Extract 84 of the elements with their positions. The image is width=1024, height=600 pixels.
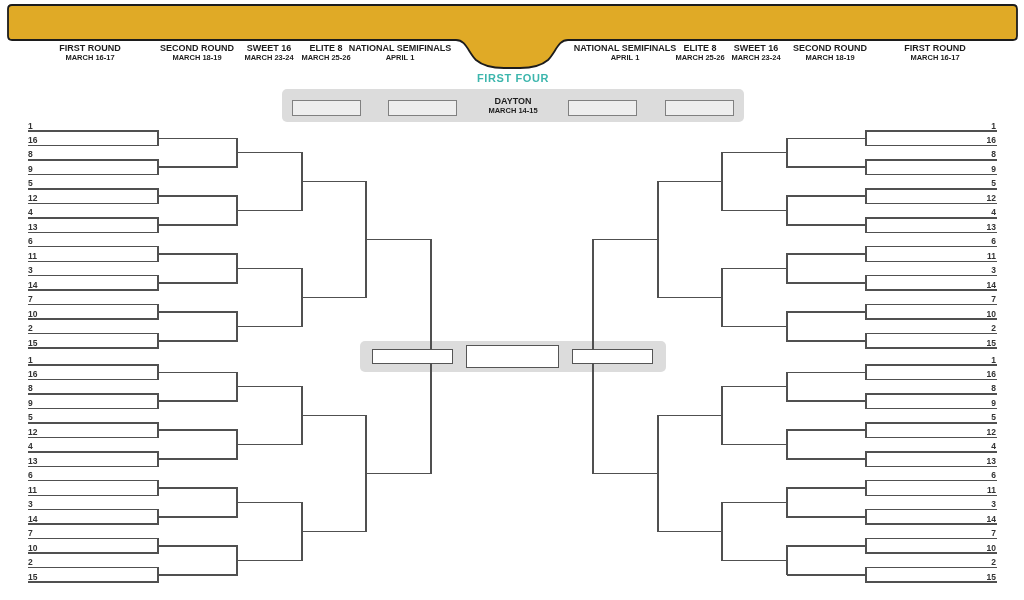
seed-number: 2 bbox=[991, 558, 996, 567]
seed-number: 10 bbox=[28, 309, 38, 319]
seed-number: 12 bbox=[986, 193, 996, 203]
seed-number: 13 bbox=[986, 456, 996, 466]
seed-number: 1 bbox=[991, 121, 996, 130]
seed-number: 12 bbox=[986, 427, 996, 437]
seed-number: 2 bbox=[28, 324, 33, 333]
round-title: SWEET 16 bbox=[246, 44, 292, 53]
seed-number: 16 bbox=[986, 136, 996, 145]
seed-number: 13 bbox=[986, 222, 996, 232]
seed-number: 11 bbox=[987, 251, 996, 261]
seed-number: 7 bbox=[28, 295, 33, 304]
seed-number: 14 bbox=[28, 280, 38, 290]
seed-number: 12 bbox=[28, 193, 38, 203]
seed-number: 5 bbox=[28, 179, 33, 188]
seed-number: 2 bbox=[991, 324, 996, 333]
seed-number: 12 bbox=[28, 427, 38, 437]
section-heading: FIRST FOUR bbox=[477, 73, 549, 84]
answer-box bbox=[466, 345, 559, 368]
seed-number: 13 bbox=[28, 456, 38, 466]
seed-number: 15 bbox=[986, 338, 996, 348]
seed-number: 8 bbox=[28, 150, 33, 159]
seed-number: 5 bbox=[28, 413, 33, 422]
seed-number: 3 bbox=[28, 500, 33, 509]
seed-number: 11 bbox=[28, 485, 37, 495]
seed-number: 10 bbox=[986, 543, 996, 553]
answer-box bbox=[568, 100, 637, 116]
seed-number: 9 bbox=[991, 164, 996, 174]
seed-number: 1 bbox=[28, 355, 33, 364]
seed-number: 2 bbox=[28, 558, 33, 567]
answer-box bbox=[388, 100, 457, 116]
seed-number: 16 bbox=[28, 370, 38, 379]
answer-box bbox=[372, 349, 453, 364]
seed-number: 16 bbox=[28, 136, 38, 145]
seed-number: 15 bbox=[986, 572, 996, 581]
round-title: SECOND ROUND bbox=[793, 44, 867, 53]
round-title: NATIONAL SEMIFINALS bbox=[573, 44, 677, 53]
seed-number: 3 bbox=[991, 500, 996, 509]
seed-number: 14 bbox=[986, 280, 996, 290]
round-title: FIRST ROUND bbox=[59, 44, 121, 53]
seed-number: 15 bbox=[28, 338, 38, 348]
seed-number: 4 bbox=[28, 208, 33, 217]
seed-number: 6 bbox=[991, 237, 996, 246]
round-title: SWEET 16 bbox=[733, 44, 779, 53]
round-title: ELITE 8 bbox=[683, 44, 717, 53]
seed-number: 9 bbox=[28, 164, 33, 174]
seed-number: 4 bbox=[991, 442, 996, 451]
answer-box bbox=[292, 100, 361, 116]
seed-number: 6 bbox=[28, 237, 33, 246]
seed-number: 14 bbox=[28, 514, 38, 524]
answer-box bbox=[665, 100, 734, 116]
seed-number: 8 bbox=[991, 150, 996, 159]
seed-number: 11 bbox=[987, 485, 996, 495]
seed-number: 9 bbox=[991, 398, 996, 408]
venue-name: DAYTON bbox=[494, 97, 532, 106]
round-title: SECOND ROUND bbox=[160, 44, 234, 53]
seed-number: 7 bbox=[991, 295, 996, 304]
seed-number: 8 bbox=[991, 384, 996, 393]
championship-panel bbox=[360, 341, 666, 372]
seed-number: 4 bbox=[28, 442, 33, 451]
seed-number: 16 bbox=[986, 370, 996, 379]
seed-number: 13 bbox=[28, 222, 38, 232]
seed-number: 3 bbox=[991, 266, 996, 275]
round-title: FIRST ROUND bbox=[904, 44, 966, 53]
seed-number: 14 bbox=[986, 514, 996, 524]
seed-number: 7 bbox=[991, 529, 996, 538]
seed-number: 10 bbox=[28, 543, 38, 553]
seed-number: 5 bbox=[991, 179, 996, 188]
round-title: NATIONAL SEMIFINALS bbox=[348, 44, 452, 53]
seed-number: 5 bbox=[991, 413, 996, 422]
round-title: ELITE 8 bbox=[309, 44, 343, 53]
seed-number: 4 bbox=[991, 208, 996, 217]
seed-number: 8 bbox=[28, 384, 33, 393]
seed-number: 15 bbox=[28, 572, 38, 581]
seed-number: 1 bbox=[991, 355, 996, 364]
seed-number: 3 bbox=[28, 266, 33, 275]
seed-number: 6 bbox=[991, 471, 996, 480]
seed-number: 6 bbox=[28, 471, 33, 480]
seed-number: 11 bbox=[28, 251, 37, 261]
seed-number: 7 bbox=[28, 529, 33, 538]
seed-number: 9 bbox=[28, 398, 33, 408]
seed-number: 10 bbox=[986, 309, 996, 319]
seed-number: 1 bbox=[28, 121, 33, 130]
answer-box bbox=[572, 349, 653, 364]
